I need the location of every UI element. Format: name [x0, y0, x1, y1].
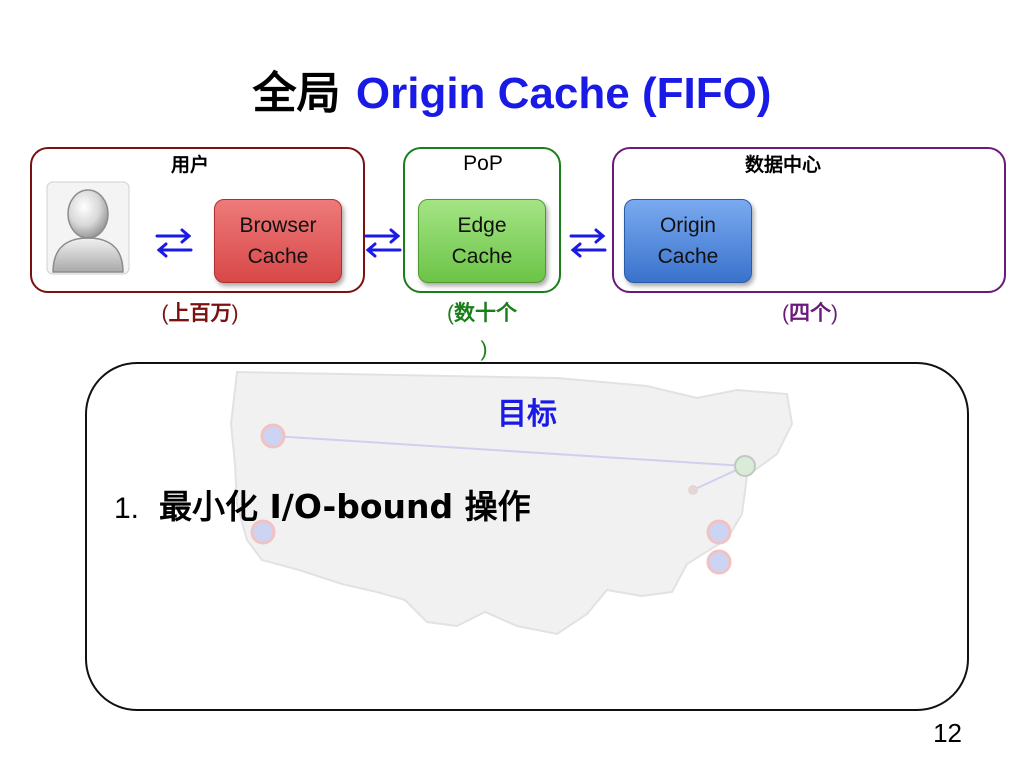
browser-cache-line2: Cache [247, 245, 309, 268]
us-map-icon [229, 370, 794, 636]
bidirectional-arrow-icon [155, 228, 193, 258]
goal-title: 目标 [497, 397, 557, 432]
edge-cache-line2: Cache [451, 245, 513, 268]
origin-cache-line1: Origin [659, 214, 716, 237]
edge-cache-line1: Edge [457, 214, 507, 237]
datacenter-count-open: ( [782, 302, 789, 325]
origin-cache-box: Origin Cache [624, 199, 752, 283]
bidirectional-arrow-icon [569, 228, 607, 258]
pop-group-label: PoP [463, 152, 503, 175]
browser-cache-box: Browser Cache [214, 199, 342, 283]
user-avatar-icon [46, 181, 130, 275]
page-number: 12 [933, 718, 962, 748]
user-group-label: 用户 [170, 154, 209, 176]
pop-count-text: 数十个 [454, 302, 517, 325]
datacenter-group-box [612, 147, 1006, 293]
pop-count-close: ) [480, 338, 488, 361]
user-count-label: (上百万) [130, 300, 270, 328]
pop-group-box [403, 147, 561, 293]
datacenter-count-close: ) [831, 302, 838, 325]
goal-list-item: 1. 最小化 I/O-bound 操作 [114, 484, 531, 532]
datacenter-group-label: 数据中心 [744, 154, 821, 176]
user-count-close: ) [231, 302, 239, 325]
goal-item-number: 1. [114, 492, 140, 525]
datacenter-count-label: (四个) [750, 300, 870, 328]
datacenter-count-text: 四个 [789, 302, 831, 325]
edge-cache-box: Edge Cache [418, 199, 546, 283]
goal-item-text: 最小化 I/O-bound 操作 [159, 487, 531, 526]
browser-cache-line1: Browser [239, 214, 317, 237]
slide-title-en: Origin Cache (FIFO) [355, 69, 772, 118]
bidirectional-arrow-icon [364, 228, 402, 258]
origin-cache-line2: Cache [657, 245, 719, 268]
user-count-text: 上百万 [168, 302, 232, 325]
user-count-open: ( [161, 302, 169, 325]
pop-count-open: ( [447, 302, 454, 325]
user-group-box [30, 147, 365, 293]
pop-count-label: (数十个 [422, 300, 542, 328]
slide-title: 全局 Origin Cache (FIFO) [0, 62, 1024, 126]
slide-title-cn: 全局 [252, 68, 341, 119]
goal-box: 目标 1. 最小化 I/O-bound 操作 [85, 362, 969, 711]
